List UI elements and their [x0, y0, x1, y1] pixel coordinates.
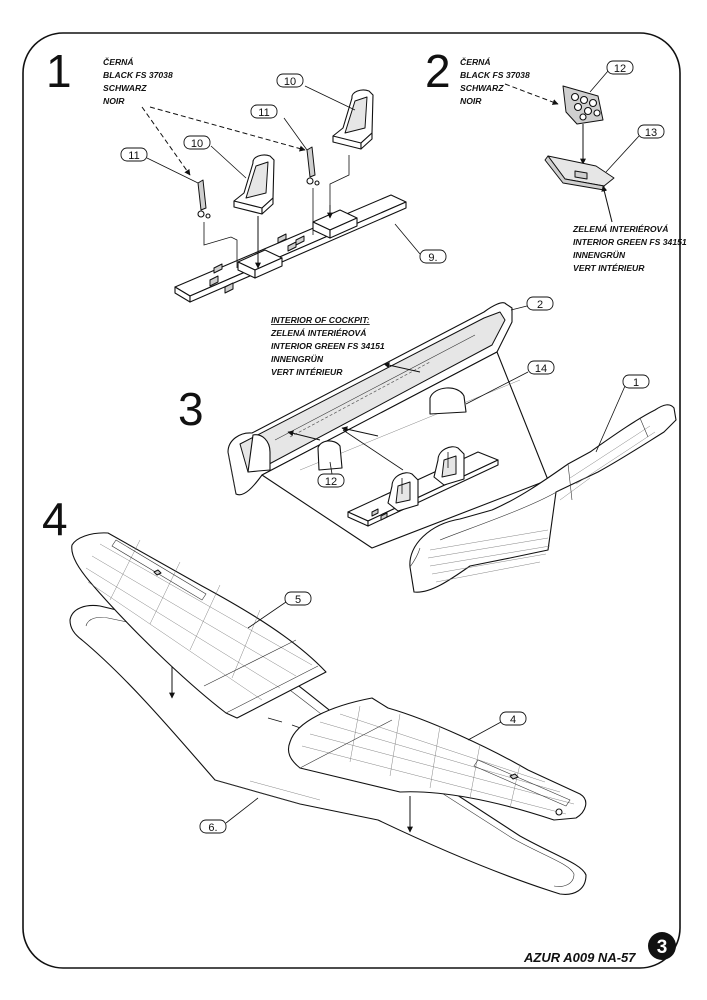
callout-9: 9. — [428, 252, 437, 264]
callout-2: 2 — [537, 299, 543, 311]
callout-12-step2: 12 — [614, 63, 626, 75]
step3-arrow-upper — [383, 362, 421, 373]
callout-4: 4 — [510, 714, 516, 726]
svg-text:BLACK FS 37038: BLACK FS 37038 — [460, 70, 530, 80]
step1-leader-right — [149, 106, 306, 152]
upper-right-wing-part-4 — [287, 697, 587, 821]
svg-text:INTERIOR GREEN FS 34151: INTERIOR GREEN FS 34151 — [271, 341, 385, 351]
svg-text:NOIR: NOIR — [460, 96, 482, 106]
step3-line-floor — [342, 429, 404, 471]
svg-text:INTERIOR OF COCKPIT:: INTERIOR OF COCKPIT: — [271, 315, 370, 325]
svg-text:ČERNÁ: ČERNÁ — [103, 56, 134, 67]
rear-bulkhead-part-14 — [429, 387, 467, 415]
callout-6: 6. — [208, 822, 217, 834]
step3-cockpit-note: INTERIOR OF COCKPIT: ZELENÁ INTERIÉROVÁ … — [270, 315, 385, 377]
seat-belt-part-11-right — [306, 146, 320, 186]
cockpit-floor-part-9 — [174, 194, 407, 303]
step2-interior-green-note: ZELENÁ INTERIÉROVÁ INTERIOR GREEN FS 341… — [572, 224, 687, 273]
page-frame — [22, 32, 681, 969]
step-number-1: 1 — [46, 45, 72, 97]
svg-text:ČERNÁ: ČERNÁ — [460, 56, 491, 67]
callout-1: 1 — [633, 377, 639, 389]
callout-12-step3: 12 — [325, 476, 337, 488]
svg-text:BLACK FS 37038: BLACK FS 37038 — [103, 70, 173, 80]
callout-5: 5 — [295, 594, 301, 606]
svg-text:ZELENÁ INTERIÉROVÁ: ZELENÁ INTERIÉROVÁ — [270, 328, 367, 338]
svg-text:SCHWARZ: SCHWARZ — [103, 83, 147, 93]
page-number: 3 — [657, 937, 668, 958]
seat-part-10-right — [332, 89, 374, 150]
fuselage-half-part-2 — [227, 302, 513, 496]
step-number-3: 3 — [178, 383, 204, 435]
svg-text:INTERIOR GREEN FS 34151: INTERIOR GREEN FS 34151 — [573, 237, 687, 247]
instrument-panel-part-12 — [562, 85, 604, 125]
svg-text:VERT INTÉRIEUR: VERT INTÉRIEUR — [573, 263, 645, 273]
svg-text:INNENGRÜN: INNENGRÜN — [271, 354, 324, 364]
instrument-panel-floor-part-13 — [544, 155, 615, 191]
step2-color-note: ČERNÁ BLACK FS 37038 SCHWARZ NOIR — [460, 56, 530, 106]
svg-text:INNENGRÜN: INNENGRÜN — [573, 250, 626, 260]
step3-arrow-mid — [341, 426, 379, 437]
step1-leader-left — [141, 106, 191, 176]
step2-leader — [504, 83, 559, 105]
instrument-panel-part-12-step3 — [317, 440, 343, 471]
step3-arrow-left — [287, 430, 321, 441]
assembled-cockpit-floor — [347, 446, 499, 527]
belt-left-line — [203, 222, 238, 268]
footer-title: AZUR A009 NA-57 — [523, 950, 636, 965]
callout-14: 14 — [535, 363, 547, 375]
callout-10-left: 10 — [191, 138, 203, 150]
fuselage-half-part-1 — [409, 404, 677, 593]
page-number-badge — [648, 932, 676, 960]
step-number-4: 4 — [42, 493, 68, 545]
seat-belt-part-11-left — [197, 179, 211, 219]
seat-right-line — [329, 155, 350, 218]
callout-13: 13 — [645, 127, 657, 139]
callout-10-right: 10 — [284, 76, 296, 88]
step-number-2: 2 — [425, 45, 451, 97]
callout-11-left: 11 — [128, 150, 139, 162]
callout-11-right: 11 — [258, 107, 269, 119]
svg-text:NOIR: NOIR — [103, 96, 125, 106]
svg-text:VERT INTÉRIEUR: VERT INTÉRIEUR — [271, 367, 343, 377]
step2-green-leader — [601, 185, 613, 223]
seat-part-10-left — [233, 154, 275, 215]
step1-color-note: ČERNÁ BLACK FS 37038 SCHWARZ NOIR — [103, 56, 173, 106]
upper-left-wing-part-5 — [71, 532, 327, 719]
svg-text:ZELENÁ INTERIÉROVÁ: ZELENÁ INTERIÉROVÁ — [572, 224, 669, 234]
svg-text:SCHWARZ: SCHWARZ — [460, 83, 504, 93]
